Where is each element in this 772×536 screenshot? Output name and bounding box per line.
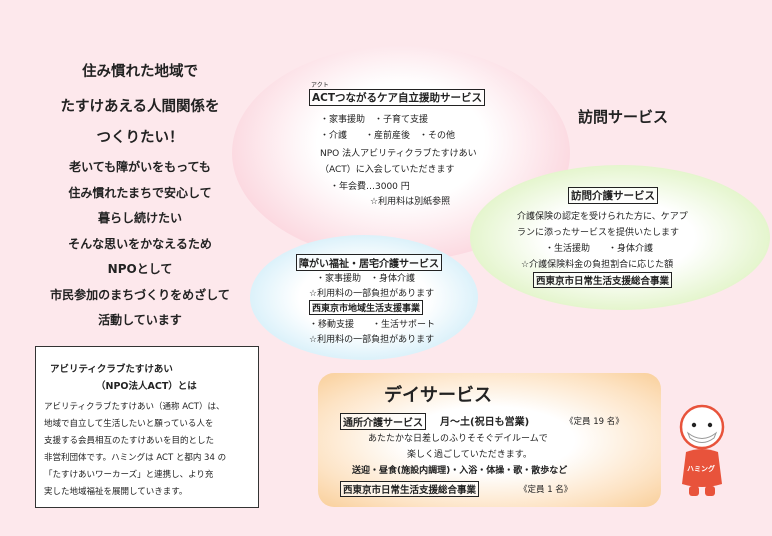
homecare-line-2: ランに添ったサービスを提供いたします: [517, 228, 680, 238]
act-line-6: ☆利用料は別紙参照: [370, 197, 451, 207]
day-service-title: デイサービス: [384, 385, 492, 406]
homecare-line-4: ☆介護保険料金の負担割合に応じた額: [521, 260, 674, 270]
homecare-line-3: ・生活援助 ・身体介護: [545, 244, 654, 254]
act-line-3: NPO 法人アビリティクラブたすけあい: [320, 149, 477, 159]
about-line-5: 「たすけあいワーカーズ」と連携し、より充: [44, 470, 214, 480]
disability-line-1: ・家事援助 ・身体介護: [316, 274, 416, 284]
slogan-line-2: たすけあえる人間関係を: [60, 99, 220, 115]
slogan-line-3: つくりたい！: [96, 130, 184, 146]
slogan-line-1: 住み慣れた地域で: [82, 64, 198, 80]
about-line-4: 非営利団体です。ハミングは ACT と都内 34 の: [44, 453, 227, 463]
act-line-2: ・介護 ・産前産後 ・その他: [320, 131, 456, 141]
about-line-2: 地域で自立して生活したいと願っている人を: [44, 419, 214, 429]
slogan-line-8: NPOとして: [107, 262, 173, 276]
disability-program-tag: 西東京市地域生活支援事業: [309, 300, 424, 315]
about-title-2: （NPO法人ACT）とは: [96, 381, 197, 392]
homecare-program-tag: 西東京市日常生活支援総合事業: [533, 272, 673, 288]
disability-service-title: 障がい福祉・居宅介護サービス: [296, 254, 442, 271]
day-program-tag: 西東京市日常生活支援総合事業: [340, 481, 480, 497]
mascot-icon: [679, 404, 725, 496]
day-line-1: あたたかな日差しのふりそそぐデイルームで: [368, 434, 548, 444]
day-service-capacity-1: 《定員 19 名》: [565, 417, 624, 427]
slogan-line-10: 活動しています: [98, 313, 182, 327]
act-service-title: ACTつながるケア自立援助サービス: [309, 89, 485, 106]
about-line-1: アビリティクラブたすけあい（通称 ACT）は、: [44, 402, 225, 412]
disability-line-3: ・移動支援 ・生活サポート: [309, 320, 436, 330]
slogan-line-6: 暮らし続けたい: [97, 211, 182, 225]
slogan-line-9: 市民参加のまちづくりをめざして: [50, 288, 230, 302]
disability-line-2: ☆利用料の一部負担があります: [309, 289, 435, 299]
slogan-line-5: 住み慣れたまちで安心して: [68, 186, 212, 200]
day-line-2: 楽しく過ごしていただきます。: [407, 450, 532, 460]
visit-services-title: 訪問サービス: [578, 108, 669, 126]
mascot-label: ハミング: [687, 465, 715, 473]
about-act-box: アビリティクラブたすけあい （NPO法人ACT）とは アビリティクラブたすけあい…: [35, 346, 259, 508]
about-line-3: 支援する会員相互のたすけあいを目的とした: [44, 436, 215, 446]
day-service-schedule: 月～土(祝日も営業): [440, 417, 530, 428]
act-line-4: （ACT）に入会していただきます: [320, 165, 455, 175]
day-service-label: 通所介護サービス: [340, 413, 426, 430]
act-ruby: アクト: [311, 82, 329, 89]
day-line-3: 送迎・昼食(施設内調理)・入浴・体操・歌・散歩など: [352, 466, 568, 476]
about-line-6: 実した地域福祉を展開していきます。: [44, 487, 188, 497]
slogan-line-7: そんな思いをかなえるため: [68, 237, 212, 251]
about-title-1: アビリティクラブたすけあい: [50, 364, 173, 375]
day-service-capacity-2: 《定員 1 名》: [519, 485, 573, 495]
humming-mascot: ハミング: [672, 400, 732, 500]
homecare-line-1: 介護保険の認定を受けられた方に、ケアプ: [517, 212, 688, 222]
act-line-1: ・家事援助 ・子育て支援: [320, 115, 429, 125]
disability-line-4: ☆利用料の一部負担があります: [309, 335, 435, 345]
slogan-line-4: 老いても障がいをもっても: [69, 160, 211, 174]
act-line-5: ・年会費…3000 円: [330, 182, 410, 192]
homecare-service-title: 訪問介護サービス: [568, 187, 658, 204]
